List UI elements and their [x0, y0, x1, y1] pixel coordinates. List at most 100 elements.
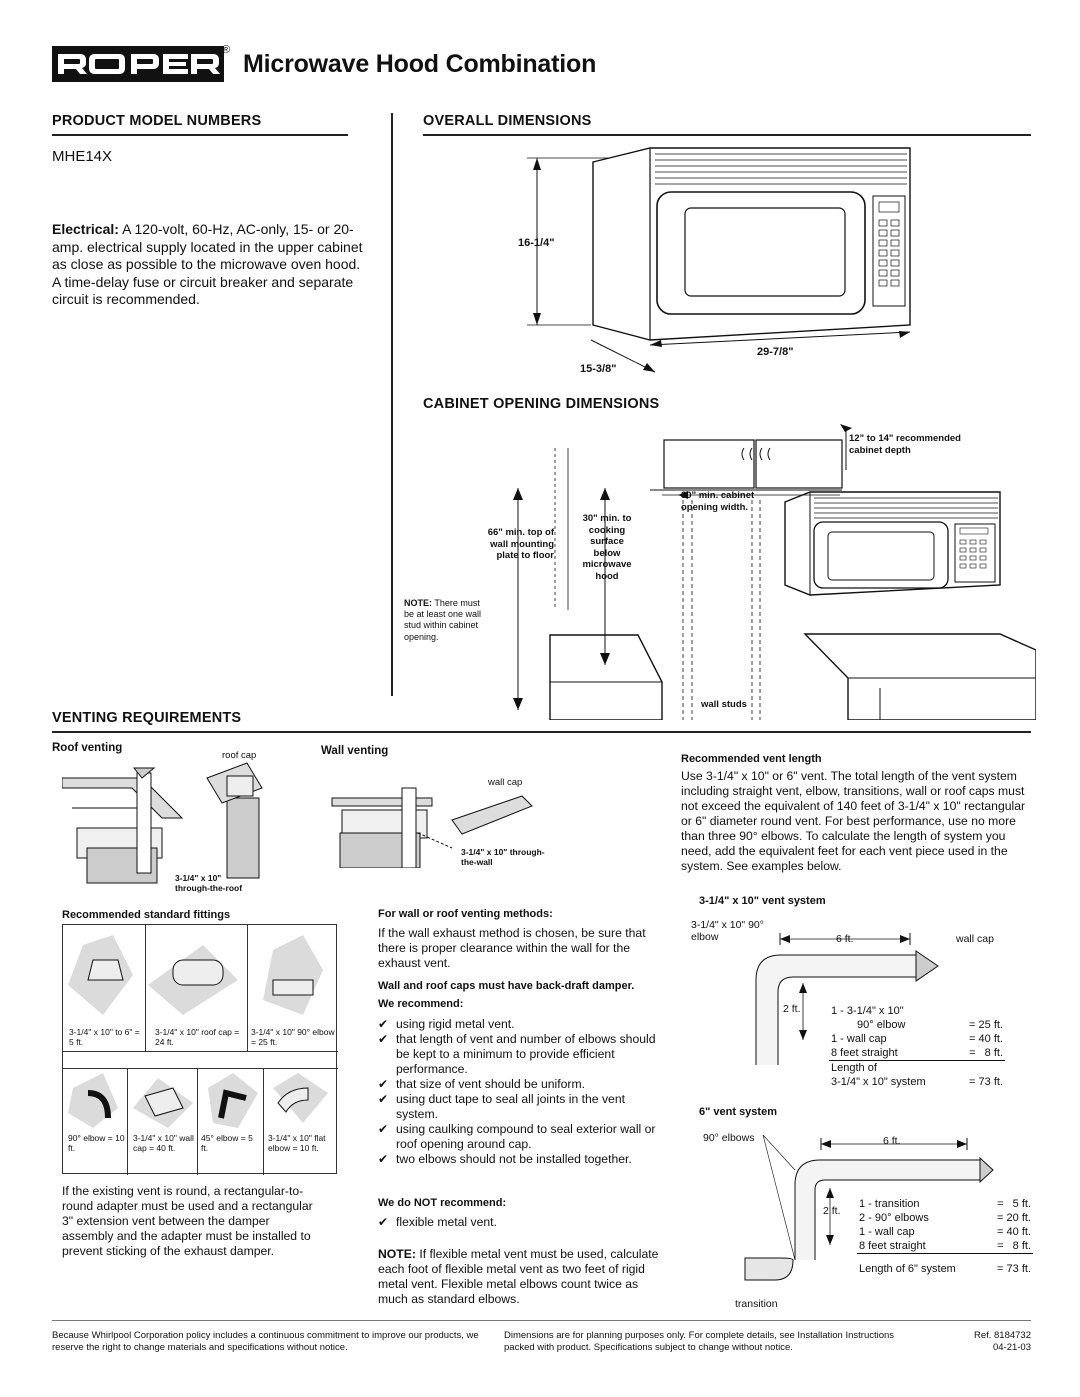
not-recommend-heading: We do NOT recommend: [378, 1197, 507, 1209]
model-number: MHE14X [52, 148, 113, 165]
methods-heading: For wall or roof venting methods: [378, 908, 553, 920]
calc-row: 1 - wall cap = 40 ft. [857, 1225, 1033, 1239]
mounting-height-note: 66" min. top of wall mounting plate to f… [487, 527, 554, 561]
venting-heading: VENTING REQUIREMENTS [52, 710, 242, 726]
column-divider [391, 113, 393, 696]
stud-note-text: There must be at least one wall stud wit… [404, 598, 482, 642]
calc-value: = 5 ft. [997, 1198, 1031, 1210]
fitting-5: 3-1/4" x 10" wall cap = 40 ft. [133, 1133, 194, 1153]
cabinet-heading: CABINET OPENING DIMENSIONS [423, 396, 660, 412]
calc-row [857, 1254, 1033, 1262]
recommend-item: using rigid metal vent. [378, 1017, 670, 1032]
calc-row: 8 feet straight= 8 ft. [829, 1046, 1005, 1061]
rect-system-diagram [755, 933, 939, 1065]
flex-note-text: If flexible metal vent must be used, cal… [378, 1247, 659, 1306]
roper-logo [52, 46, 224, 82]
recommend-heading: We recommend: [378, 998, 464, 1010]
calc-value: = 40 ft. [997, 1226, 1031, 1238]
overall-height-label: 16-1/4" [518, 237, 555, 249]
stud-note: NOTE: There must be at least one wall st… [404, 598, 488, 643]
rect-calc-table: 1 - 3-1/4" x 10" 90° elbow = 25 ft. 1 - w… [829, 1004, 1005, 1089]
wall-duct-label: 3-1/4" x 10" through-the-wall [461, 847, 545, 867]
overall-depth-label: 15-3/8" [580, 363, 617, 375]
not-recommend-list: flexible metal vent. [378, 1215, 670, 1230]
recommend-item: two elbows should not be installed toget… [378, 1152, 670, 1167]
calc-item: 2 - 90° elbows [859, 1212, 929, 1224]
calc-row: 1 - wall cap = 40 ft. [829, 1032, 1005, 1046]
calc-value: = 25 ft. [969, 1019, 1003, 1031]
round-rise-label: 2 ft. [823, 1205, 841, 1217]
footer-policy: Because Whirlpool Corporation policy inc… [52, 1330, 479, 1353]
calc-row: 8 feet straight = 8 ft. [857, 1239, 1033, 1254]
rect-elbow-label: 3-1/4" x 10" 90° elbow [691, 919, 764, 943]
calc-item: 1 - transition [859, 1198, 920, 1210]
calc-value: = 8 ft. [997, 1240, 1031, 1252]
cooking-clearance-note: 30" min. to cooking surface below microw… [582, 513, 632, 582]
roof-venting-diagram [62, 762, 263, 884]
roof-venting-label: Roof venting [52, 742, 123, 754]
fitting-1: 3-1/4" x 10" to 6" = 5 ft. [69, 1027, 140, 1047]
round-calc-table: 1 - transition = 5 ft. 2 - 90° elbows = 20… [857, 1197, 1033, 1276]
overall-width-label: 29-7/8" [757, 346, 794, 358]
wall-venting-diagram [331, 787, 533, 868]
fittings-row1-icons [68, 935, 323, 1015]
wall-venting-label: Wall venting [321, 745, 389, 757]
calc-row: 90° elbow = 25 ft. [829, 1018, 1005, 1032]
recommend-item: that size of vent should be uniform. [378, 1077, 670, 1092]
round-system-heading: 6" vent system [699, 1106, 777, 1118]
calc-row: Length of 6" system= 73 ft. [857, 1262, 1033, 1276]
product-heading: PRODUCT MODEL NUMBERS [52, 113, 262, 129]
cabinet-opening-diagram [513, 424, 1036, 720]
footer-rule [52, 1320, 1031, 1321]
methods-text: If the wall exhaust method is chosen, be… [378, 926, 646, 970]
electrical-paragraph: Electrical: A 120-volt, 60-Hz, AC-only, … [52, 221, 368, 309]
not-recommend-item: flexible metal vent. [378, 1215, 670, 1230]
calc-value: = 40 ft. [969, 1033, 1003, 1045]
recommend-item: that length of vent and number of elbows… [378, 1032, 670, 1077]
fittings-heading: Recommended standard fittings [62, 909, 231, 921]
calc-value [956, 1004, 1005, 1018]
calc-value: = 73 ft. [997, 1262, 1031, 1275]
fitting-7: 3-1/4" x 10" flat elbow = 10 ft. [268, 1133, 326, 1153]
calc-row: 3-1/4" x 10" system= 73 ft. [829, 1075, 1005, 1089]
recommend-list: using rigid metal vent. that length of v… [378, 1017, 670, 1167]
page-title: Microwave Hood Combination [243, 50, 597, 78]
cabinet-opening-width-note: 30" min. cabinet opening width. [681, 490, 755, 513]
calc-row: 2 - 90° elbows = 20 ft. [857, 1211, 1033, 1225]
flex-note: NOTE: If flexible metal vent must be use… [378, 1247, 668, 1307]
wall-studs-label: wall studs [701, 699, 747, 710]
calc-value: = 20 ft. [997, 1212, 1031, 1224]
registered-mark: ® [222, 44, 231, 56]
cabinet-depth-note: 12" to 14" recommended cabinet depth [849, 433, 961, 456]
round-system-diagram [744, 1134, 994, 1281]
fitting-3: 3-1/4" x 10" 90° elbow = 25 ft. [251, 1027, 335, 1047]
calc-item: 1 - 3-1/4" x 10" [831, 1005, 904, 1017]
round-transition-label: transition [735, 1298, 778, 1310]
roof-cap-label: roof cap [222, 750, 257, 761]
calc-item: 8 feet straight [831, 1047, 898, 1059]
fittings-grid: 3-1/4" x 10" to 6" = 5 ft. 3-1/4" x 10" … [62, 924, 338, 1175]
overall-heading: OVERALL DIMENSIONS [423, 113, 592, 129]
divider [52, 134, 348, 136]
calc-item: 8 feet straight [859, 1240, 926, 1252]
rect-cap-label: wall cap [956, 933, 994, 945]
vent-length-text: Use 3-1/4" x 10" or 6" vent. The total l… [681, 769, 1026, 873]
fitting-2: 3-1/4" x 10" roof cap = 24 ft. [155, 1027, 240, 1047]
calc-item: 3-1/4" x 10" system [831, 1076, 926, 1088]
fitting-4: 90° elbow = 10 ft. [68, 1133, 125, 1153]
damper-note: Wall and roof caps must have back-draft … [378, 980, 635, 992]
calc-item: 1 - wall cap [859, 1226, 915, 1238]
vent-length-heading: Recommended vent length [681, 753, 822, 765]
logo-letters [58, 54, 220, 74]
calc-item: 90° elbow [857, 1019, 906, 1031]
calc-row: 1 - 3-1/4" x 10" [829, 1004, 1005, 1018]
calc-item: 1 - wall cap [831, 1033, 887, 1045]
fittings-row2-icons [68, 1073, 328, 1128]
rect-system-heading: 3-1/4" x 10" vent system [699, 895, 826, 907]
divider [52, 731, 1031, 733]
calc-item: Length of [831, 1062, 877, 1074]
footer-dimensions: Dimensions are for planning purposes onl… [504, 1330, 895, 1353]
round-elbow-label: 90° elbows [703, 1132, 755, 1144]
electrical-text: A 120-volt, 60-Hz, AC-only, 15- or 20-am… [52, 221, 363, 307]
calc-row: Length of [829, 1061, 1005, 1076]
